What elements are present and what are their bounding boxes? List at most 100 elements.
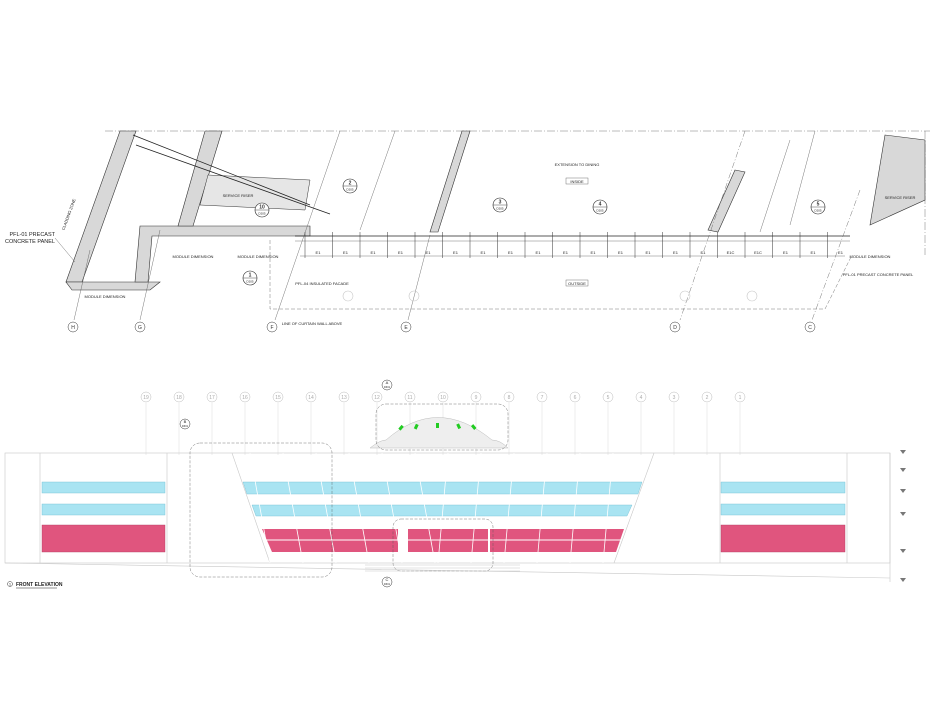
elevation-grid-label: 5 bbox=[607, 395, 610, 401]
elevation-title-number: 1 bbox=[9, 582, 12, 587]
elevation-grid-bubble bbox=[503, 391, 515, 403]
elevation-grid-label: 10 bbox=[440, 395, 446, 401]
module-mark: E1 bbox=[673, 250, 679, 255]
callout-number: 2 bbox=[349, 181, 352, 187]
elevation-grid-label: 17 bbox=[209, 395, 215, 401]
elevation-grid-label: 8 bbox=[508, 395, 511, 401]
module-mark: E1C bbox=[727, 250, 735, 255]
module-mark: E1 bbox=[508, 250, 514, 255]
grid-bubble bbox=[669, 321, 681, 333]
elevation-grid-label: 11 bbox=[407, 395, 412, 401]
module-mark: E1 bbox=[646, 250, 652, 255]
elevation-grid-bubble bbox=[437, 391, 449, 403]
elevation-grid-bubble bbox=[536, 391, 548, 403]
elevation-grid-bubble bbox=[635, 391, 647, 403]
module-mark: E1 bbox=[838, 250, 844, 255]
grid-bubble-label: H bbox=[71, 325, 75, 331]
callout-number: 3 bbox=[499, 200, 502, 206]
module-mark: E1 bbox=[783, 250, 789, 255]
label-curtain-wall: LINE OF CURTAIN WALL ABOVE bbox=[282, 321, 343, 326]
elevation-grid-bubble bbox=[470, 391, 482, 403]
callout-number: 5 bbox=[817, 202, 820, 208]
label-module-dim-right: MODULE DIMENSION bbox=[850, 254, 891, 259]
callout-sheet: D301 bbox=[384, 583, 391, 586]
elevation-grid-label: 12 bbox=[374, 395, 380, 401]
module-mark: E1 bbox=[316, 250, 322, 255]
elevation-callout[interactable] bbox=[381, 379, 393, 391]
elevation-grid-bubble bbox=[371, 391, 383, 403]
grid-bubble bbox=[400, 321, 412, 333]
grid-bubble-label: C bbox=[808, 325, 812, 331]
elevation-callout[interactable] bbox=[381, 576, 393, 588]
label-module-dim-mid2: MODULE DIMENSION bbox=[238, 254, 279, 259]
callout-number: 1 bbox=[249, 273, 252, 279]
label-service-riser-right: SERVICE RISER bbox=[885, 195, 916, 200]
grid-bubble bbox=[67, 321, 79, 333]
module-mark: E1 bbox=[591, 250, 597, 255]
module-mark: E1 bbox=[563, 250, 569, 255]
elevation-grid-bubble bbox=[701, 391, 713, 403]
callout-sheet: D205 bbox=[596, 209, 604, 213]
label-extension: EXTENSION TO DINING bbox=[555, 162, 600, 167]
level-markers bbox=[889, 450, 906, 582]
callout-sheet: D205 bbox=[258, 212, 266, 216]
callout-sheet: D205 bbox=[246, 280, 254, 284]
elevation-grid-bubble bbox=[668, 391, 680, 403]
callout-sheet: D205 bbox=[814, 209, 822, 213]
elevation-title-block: 1 FRONT ELEVATION bbox=[7, 581, 63, 589]
elevation-grid-label: 1 bbox=[739, 395, 742, 401]
elevation-grid-label: 2 bbox=[706, 395, 709, 401]
grid-bubble bbox=[266, 321, 278, 333]
label-cladding-zone: CLADDING ZONE bbox=[61, 198, 77, 231]
module-mark: E1C bbox=[754, 250, 762, 255]
precast-wall-left bbox=[65, 130, 137, 283]
center-facade bbox=[231, 452, 655, 564]
elevation-grid-label: 14 bbox=[308, 395, 314, 401]
elevation-grid-label: 15 bbox=[275, 395, 281, 401]
label-module-dim-left: MODULE DIMENSION bbox=[85, 294, 126, 299]
module-mark: E1 bbox=[453, 250, 459, 255]
elevation-title: FRONT ELEVATION bbox=[16, 582, 63, 588]
elevation-grid-bubble bbox=[734, 391, 746, 403]
module-mark: E1 bbox=[426, 250, 432, 255]
elevation-grid-label: 4 bbox=[640, 395, 643, 401]
elevation-grid-bubble bbox=[173, 391, 185, 403]
grid-bubble-label: F bbox=[270, 325, 273, 331]
elevation-grid-label: 16 bbox=[242, 395, 248, 401]
callout-sheet: D205 bbox=[496, 207, 504, 211]
elevation-grid-bubble bbox=[305, 391, 317, 403]
module-mark: E1 bbox=[343, 250, 349, 255]
label-service-riser-left: SERVICE RISER bbox=[223, 193, 254, 198]
label-precast-left: PFL-01 PRECAST CONCRETE PANEL bbox=[4, 232, 55, 245]
callout-sheet: D301 bbox=[182, 425, 189, 428]
module-mark: E1 bbox=[811, 250, 817, 255]
elevation-grid-label: 19 bbox=[143, 395, 149, 401]
dome-lights bbox=[398, 423, 477, 431]
left-wing-facade bbox=[41, 481, 166, 553]
module-mark: E1 bbox=[481, 250, 487, 255]
grid-bubble bbox=[804, 321, 816, 333]
elevation-grid-bubble bbox=[338, 391, 350, 403]
elevation-grid-label: 6 bbox=[574, 395, 577, 401]
elevation-grid-bubble bbox=[140, 391, 152, 403]
label-module-dim-mid1: MODULE DIMENSION bbox=[173, 254, 214, 259]
elevation-grid-label: 3 bbox=[673, 395, 676, 401]
grid-bubble-label: D bbox=[673, 325, 677, 331]
label-precast-right: PFL-01 PRECAST CONCRETE PANEL bbox=[843, 272, 914, 277]
callout-number: 4 bbox=[599, 202, 602, 208]
grid-bubble-label: E bbox=[404, 325, 408, 331]
module-mark: E1 bbox=[536, 250, 542, 255]
module-mark: E1 bbox=[618, 250, 624, 255]
callout-number: 10 bbox=[259, 205, 265, 211]
elevation-grid-bubble bbox=[272, 391, 284, 403]
elevation-grid-bubble bbox=[239, 391, 251, 403]
label-insulated-facade: PFL-04 INSULATED FACADE bbox=[295, 281, 349, 286]
callout-number: B bbox=[184, 419, 187, 424]
elevation-grid-bubble bbox=[404, 391, 416, 403]
module-mark: E1 bbox=[701, 250, 707, 255]
grid-bubble bbox=[134, 321, 146, 333]
elevation-callout[interactable] bbox=[179, 418, 191, 430]
elevation-grid-label: 18 bbox=[176, 395, 182, 401]
